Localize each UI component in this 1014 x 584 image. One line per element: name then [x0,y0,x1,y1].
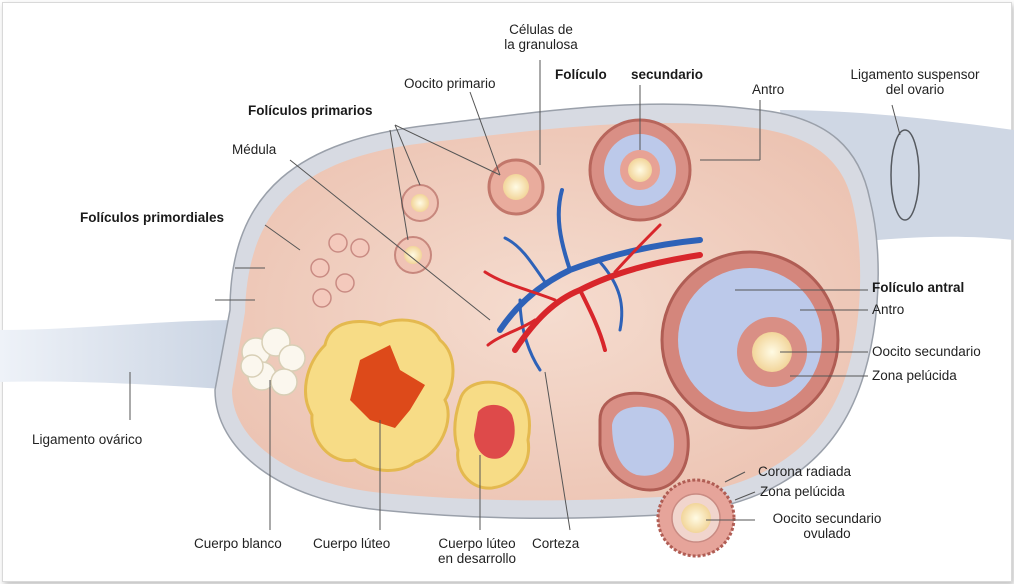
label-corpus-albicans: Cuerpo blanco [194,536,282,551]
label-medulla: Médula [232,142,276,157]
label-corpus-luteum: Cuerpo lúteo [313,536,390,551]
ruptured-follicle [600,393,688,490]
label-antrum-right: Antro [872,302,904,317]
label-secondary-oocyte: Oocito secundario [872,344,981,359]
label-ovarian-ligament: Ligamento ovárico [32,432,142,447]
label-primary-oocyte: Oocito primario [404,76,496,91]
ovulated-oocyte [658,480,734,556]
label-zona-pellucida-2: Zona pelúcida [760,484,845,499]
label-primordial-follicles: Folículos primordiales [80,210,224,225]
label-antrum-top: Antro [752,82,784,97]
label-corona-radiata: Corona radiada [758,464,851,479]
label-zona-pellucida-1: Zona pelúcida [872,368,957,383]
label-follicle: Folículo [555,67,607,82]
antral-follicle [662,252,838,428]
label-antral-follicle: Folículo antral [872,280,964,295]
label-secondary: secundario [631,67,703,82]
label-primary-follicles: Folículos primarios [248,103,373,118]
developing-corpus-luteum [455,382,530,488]
corpus-luteum [306,320,453,470]
ovarian-ligament [0,320,240,390]
label-cortex: Corteza [532,536,579,551]
